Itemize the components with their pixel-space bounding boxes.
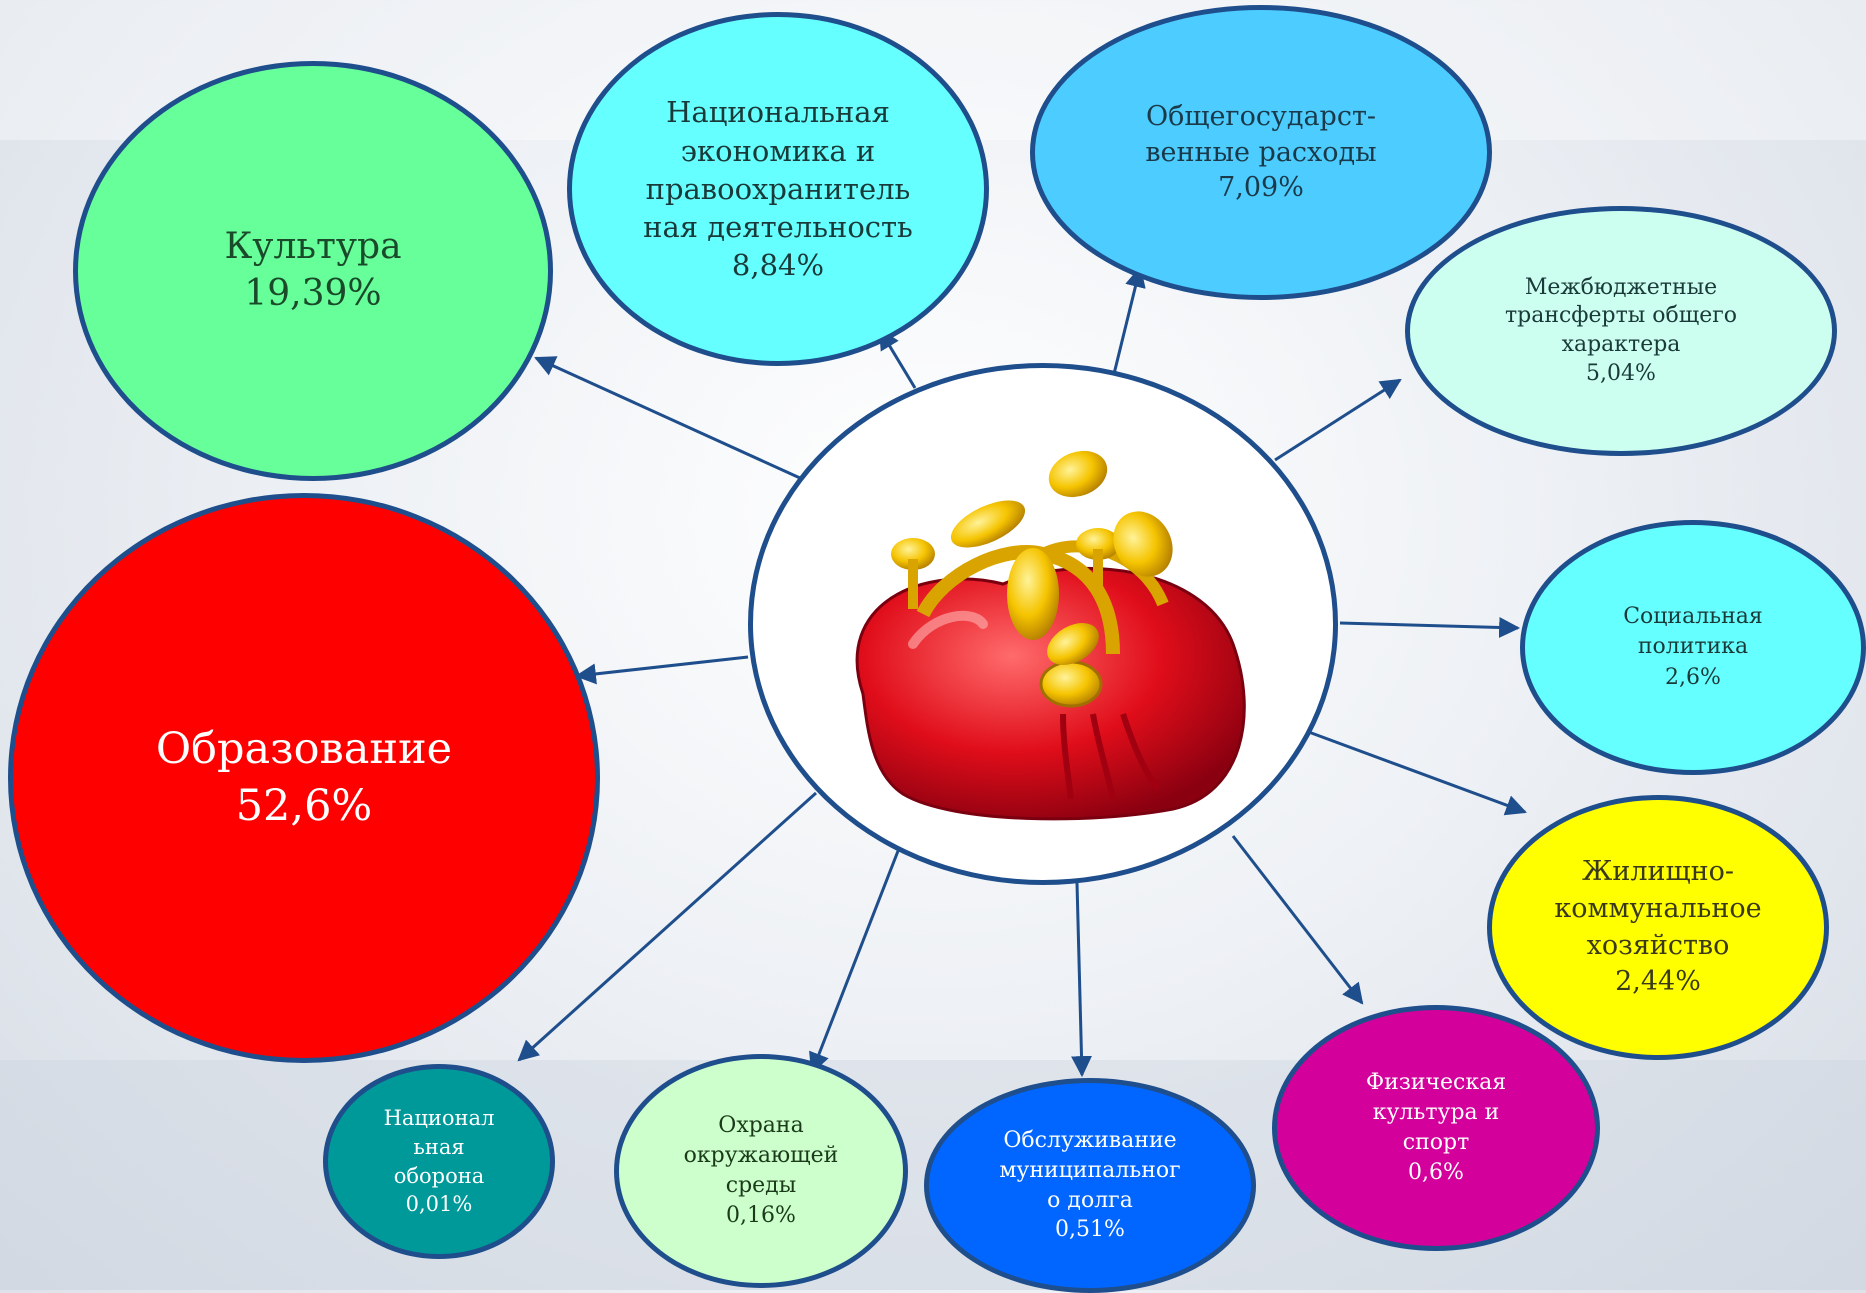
label-obsluzhivanie: Обслуживание муниципальног о долга — [999, 1127, 1181, 1213]
label-fizkultura: Физическая культура и спорт — [1365, 1070, 1507, 1155]
label-obshchegos: Общегосударст- венные расходы — [1145, 101, 1377, 168]
node-kultura: Культура 19,39% — [73, 61, 553, 481]
value-fizkultura: 0,6% — [1408, 1159, 1464, 1185]
value-kultura: 19,39% — [244, 273, 382, 314]
node-obrazovanie: Образование 52,6% — [8, 493, 600, 1063]
value-natsekonomika: 8,84% — [731, 248, 825, 283]
value-zhkh: 2,44% — [1615, 966, 1701, 998]
label-natsekonomika: Национальная экономика и правоохранитель… — [643, 95, 913, 245]
node-obshchegos: Общегосударст- венные расходы 7,09% — [1030, 5, 1492, 300]
center-purse — [748, 363, 1338, 885]
arrow-to-oborona — [517, 791, 818, 1062]
node-mezhbyudzhet: Межбюджетные трансферты общего характера… — [1405, 206, 1837, 456]
node-obsluzhivanie: Обслуживание муниципальног о долга 0,51% — [924, 1078, 1256, 1293]
arrow-to-obshchegos — [1111, 265, 1146, 379]
value-sotspolitika: 2,6% — [1665, 664, 1721, 690]
label-kultura: Культура — [224, 226, 402, 268]
value-obrazovanie: 52,6% — [235, 781, 373, 831]
node-okhrana: Охрана окружающей среды 0,16% — [614, 1054, 908, 1288]
value-okhrana: 0,16% — [726, 1202, 796, 1228]
value-obsluzhivanie: 0,51% — [1055, 1217, 1125, 1243]
node-sotspolitika: Социальная политика 2,6% — [1520, 520, 1866, 775]
label-zhkh: Жилищно- коммунальное хозяйство — [1554, 856, 1762, 961]
node-natsekonomika: Национальная экономика и правоохранитель… — [567, 12, 989, 366]
arrow-to-mezhbyudzhet — [1274, 378, 1402, 462]
arrow-to-okhrana — [809, 850, 900, 1074]
value-obshchegos: 7,09% — [1218, 172, 1304, 204]
label-oborona: Национал ьная оборона — [383, 1106, 495, 1188]
label-sotspolitika: Социальная политика — [1623, 603, 1763, 660]
arrow-to-fizkultura — [1231, 835, 1364, 1005]
arrow-to-kultura — [534, 356, 801, 480]
value-mezhbyudzhet: 5,04% — [1586, 360, 1656, 386]
label-obrazovanie: Образование — [155, 724, 453, 775]
value-oborona: 0,01% — [405, 1192, 473, 1217]
node-zhkh: Жилищно- коммунальное хозяйство 2,44% — [1487, 795, 1829, 1060]
label-okhrana: Охрана окружающей среды — [683, 1113, 839, 1198]
coin-purse-icon — [855, 450, 1246, 821]
arrow-to-zhkh — [1305, 729, 1527, 816]
node-oborona: Национал ьная оборона 0,01% — [323, 1064, 555, 1259]
node-fizkultura: Физическая культура и спорт 0,6% — [1272, 1005, 1600, 1251]
arrow-to-obsluzhivanie — [1071, 882, 1093, 1078]
label-mezhbyudzhet: Межбюджетные трансферты общего характера — [1504, 274, 1738, 357]
arrow-to-obrazovanie — [574, 655, 749, 685]
connector-arrows — [517, 265, 1527, 1078]
arrow-to-sotspolitika — [1339, 616, 1521, 638]
